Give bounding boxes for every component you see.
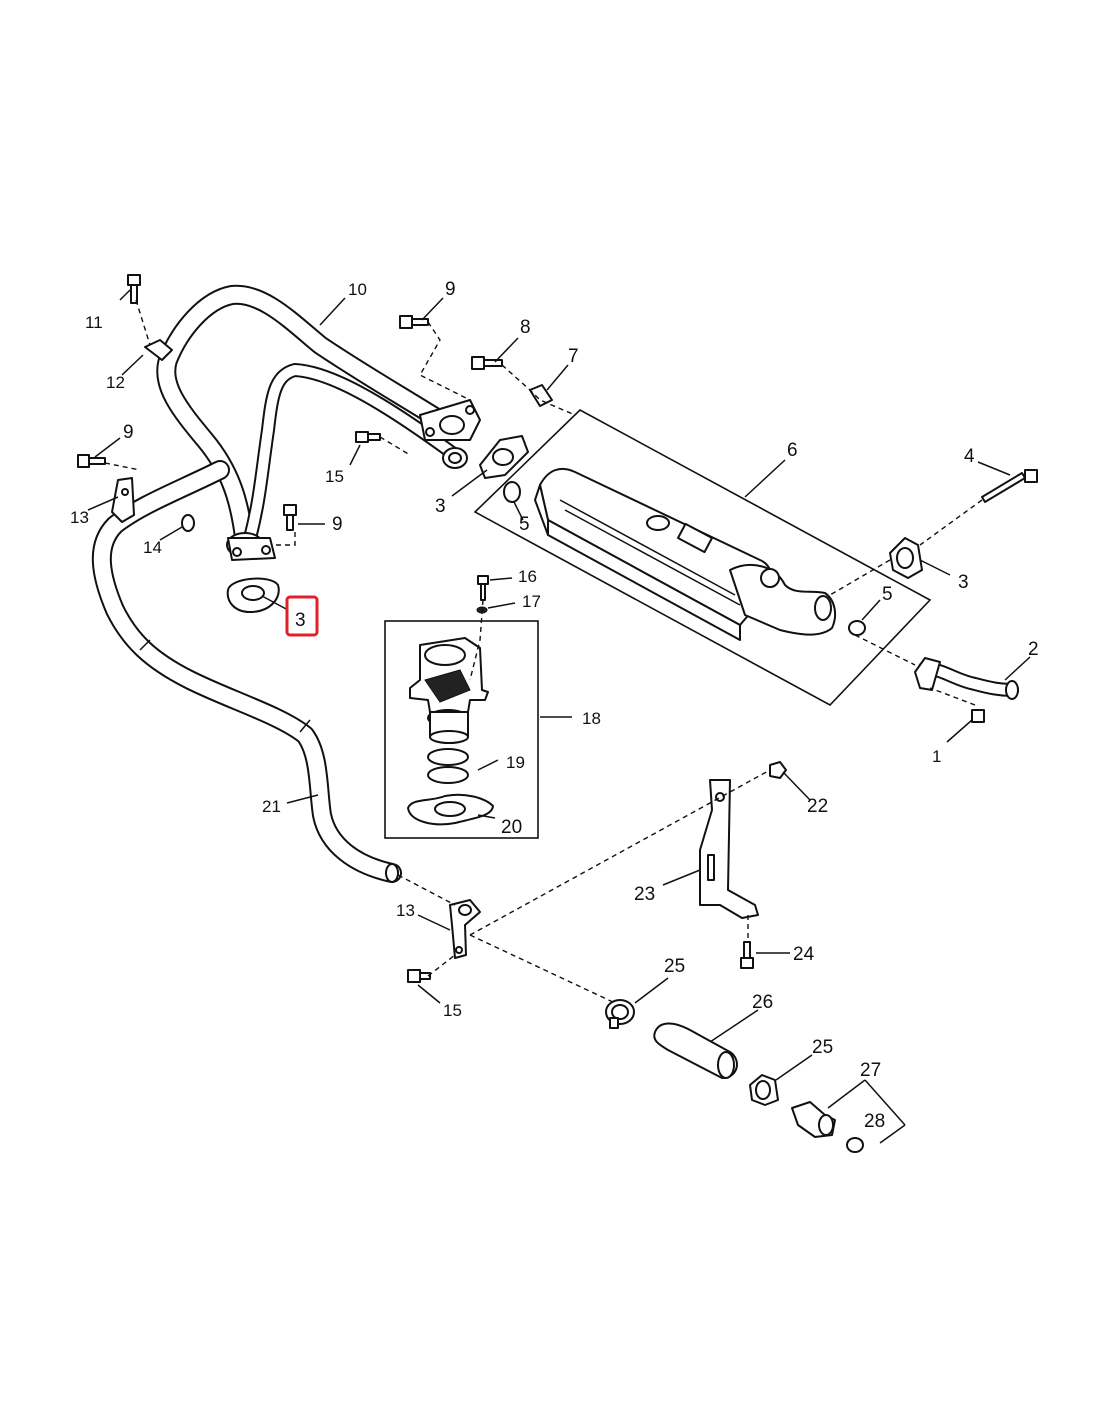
spacer[interactable] xyxy=(181,514,195,532)
callout-17: 17 xyxy=(522,592,541,611)
bolt[interactable] xyxy=(471,356,503,370)
fitting[interactable] xyxy=(791,1101,836,1138)
callout-4: 4 xyxy=(964,446,975,467)
callout-13: 13 xyxy=(396,901,415,920)
callout-5: 5 xyxy=(882,584,893,605)
callout-24: 24 xyxy=(793,944,815,965)
bolt[interactable] xyxy=(740,941,754,969)
callout-19: 19 xyxy=(506,753,525,772)
o-ring[interactable] xyxy=(503,481,521,503)
bolt[interactable] xyxy=(981,469,1038,503)
screw[interactable] xyxy=(477,575,489,601)
valve-o-ring[interactable] xyxy=(427,748,469,784)
gasket-highlighted[interactable] xyxy=(226,577,280,613)
coolant-hose[interactable] xyxy=(653,1022,738,1079)
valve-gasket[interactable] xyxy=(407,793,494,826)
callout-25: 25 xyxy=(812,1037,833,1058)
callout-6: 6 xyxy=(787,440,798,461)
callout-5: 5 xyxy=(519,514,530,535)
spacer[interactable] xyxy=(529,384,553,407)
callout-7: 7 xyxy=(568,346,579,367)
support-bracket[interactable] xyxy=(699,779,759,919)
highlight-box xyxy=(285,595,319,637)
callout-18: 18 xyxy=(582,709,601,728)
o-ring[interactable] xyxy=(848,620,866,636)
callout-9: 9 xyxy=(332,514,343,535)
callout-1: 1 xyxy=(932,747,941,766)
callout-2: 2 xyxy=(1028,639,1039,660)
bolt[interactable] xyxy=(355,431,381,443)
cooler-outlet-pipe[interactable] xyxy=(914,657,1019,700)
callout-11: 11 xyxy=(85,313,103,332)
gasket[interactable] xyxy=(479,435,529,479)
hose-clamp[interactable] xyxy=(749,1074,779,1106)
callout-26: 26 xyxy=(752,992,773,1013)
gasket[interactable] xyxy=(889,537,923,579)
egr-valve-kit-box xyxy=(384,620,539,839)
callout-27: 27 xyxy=(860,1060,881,1081)
callout-15: 15 xyxy=(325,467,344,486)
callout-15: 15 xyxy=(443,1001,462,1020)
egr-pipe-lower[interactable] xyxy=(91,460,402,883)
bolt[interactable] xyxy=(283,504,297,531)
callout-8: 8 xyxy=(520,317,531,338)
bolt[interactable] xyxy=(127,274,141,304)
bolt[interactable] xyxy=(971,709,985,723)
callout-25: 25 xyxy=(664,956,685,977)
nut[interactable] xyxy=(769,761,787,779)
callout-10: 10 xyxy=(348,280,367,299)
callout-28: 28 xyxy=(864,1111,885,1132)
pipe-bracket-upper[interactable] xyxy=(111,477,135,523)
bolt[interactable] xyxy=(407,969,431,983)
callout-22: 22 xyxy=(807,796,828,817)
callout-14: 14 xyxy=(143,538,162,557)
pipe-bracket-lower[interactable] xyxy=(449,899,481,959)
hose-clamp[interactable] xyxy=(605,999,635,1029)
pipe-bracket[interactable] xyxy=(144,339,173,361)
callout-13: 13 xyxy=(70,508,89,527)
callout-3-highlighted[interactable]: 3 xyxy=(295,610,306,631)
callout-12: 12 xyxy=(106,373,125,392)
egr-valve[interactable] xyxy=(409,637,489,744)
callout-23: 23 xyxy=(634,884,655,905)
callout-3: 3 xyxy=(435,496,446,517)
callout-20: 20 xyxy=(501,817,522,838)
callout-21: 21 xyxy=(262,797,281,816)
egr-cooler[interactable] xyxy=(473,409,932,706)
callout-9: 9 xyxy=(445,279,456,300)
callout-16: 16 xyxy=(518,567,537,586)
bolt[interactable] xyxy=(77,454,106,468)
seal-ring[interactable] xyxy=(846,1137,864,1153)
callout-3: 3 xyxy=(958,572,969,593)
egr-pipe-upper[interactable] xyxy=(156,284,481,561)
callout-9: 9 xyxy=(123,422,134,443)
bolt[interactable] xyxy=(399,315,429,329)
